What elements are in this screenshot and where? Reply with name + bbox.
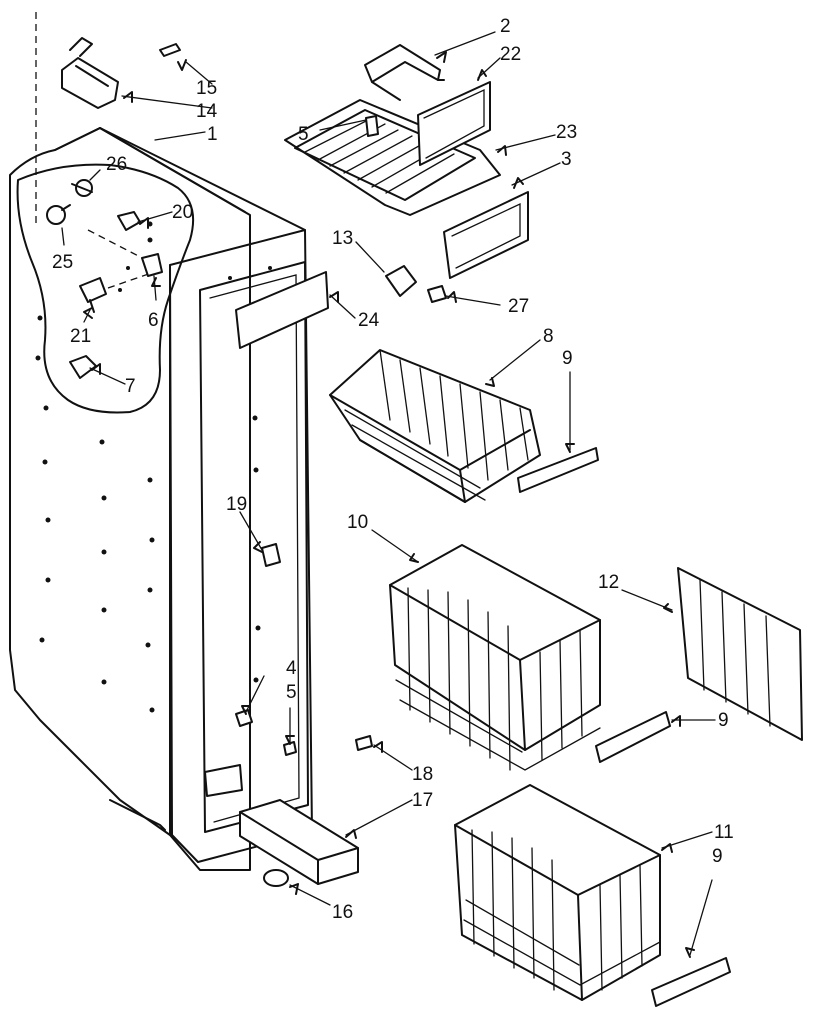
screw-part-18 — [355, 735, 373, 751]
label-19: 19 — [226, 494, 247, 515]
label-9a: 9 — [562, 348, 573, 369]
leader-lines — [61, 31, 716, 956]
label-15: 15 — [196, 78, 217, 99]
gasket-part-9a — [517, 447, 599, 493]
label-18: 18 — [412, 764, 433, 785]
label-23: 23 — [556, 122, 577, 143]
label-5a: 5 — [298, 124, 309, 145]
part-number-labels: 1 2 22 23 3 5 15 14 26 20 25 6 21 7 13 2… — [52, 16, 734, 923]
label-8: 8 — [543, 326, 554, 347]
switch-part-21 — [79, 277, 107, 313]
plug-part-16 — [263, 869, 289, 887]
handle-part-14 — [61, 37, 119, 109]
screw-part-15 — [159, 43, 181, 57]
basket-part-11 — [454, 784, 661, 1001]
label-17: 17 — [412, 790, 433, 811]
gasket-part-9b — [595, 711, 671, 763]
label-27: 27 — [508, 296, 529, 317]
label-13: 13 — [332, 228, 353, 249]
socket-part-26 — [71, 179, 93, 197]
switch-part-6 — [141, 253, 163, 277]
part-4 — [235, 709, 253, 727]
basket-part-8 — [329, 349, 541, 503]
label-21: 21 — [70, 326, 91, 347]
divider-part-12 — [677, 567, 803, 741]
shelf-assembly — [284, 44, 501, 216]
label-9c: 9 — [712, 846, 723, 867]
label-16: 16 — [332, 902, 353, 923]
gasket-part-9c — [651, 957, 731, 1007]
screw-part-5b — [283, 741, 297, 756]
part-19 — [261, 543, 281, 567]
label-3: 3 — [561, 149, 572, 170]
label-24: 24 — [358, 310, 380, 331]
freezer-liner — [9, 12, 313, 871]
cover-part-17 — [239, 799, 359, 885]
part-13 — [385, 265, 417, 297]
bulb-part-25 — [46, 204, 71, 225]
part-7 — [69, 355, 97, 379]
basket-part-10 — [389, 544, 601, 771]
label-26: 26 — [106, 154, 127, 175]
deflector-part-24 — [235, 271, 329, 349]
panel-part-3 — [443, 191, 529, 279]
screw-part-27 — [427, 285, 447, 303]
label-22: 22 — [500, 44, 521, 65]
label-11: 11 — [714, 822, 734, 843]
label-9b: 9 — [718, 710, 729, 731]
label-7: 7 — [125, 376, 136, 397]
label-20: 20 — [172, 202, 193, 223]
arrowheads — [83, 51, 695, 958]
label-4: 4 — [286, 658, 297, 679]
label-25: 25 — [52, 252, 73, 273]
part-20 — [117, 211, 141, 231]
label-1: 1 — [207, 124, 218, 145]
label-6: 6 — [148, 310, 159, 331]
label-10: 10 — [347, 512, 368, 533]
label-14: 14 — [196, 101, 218, 122]
liner-holes — [35, 221, 272, 713]
label-5b: 5 — [286, 682, 297, 703]
label-12: 12 — [598, 572, 619, 593]
label-2: 2 — [500, 16, 511, 37]
